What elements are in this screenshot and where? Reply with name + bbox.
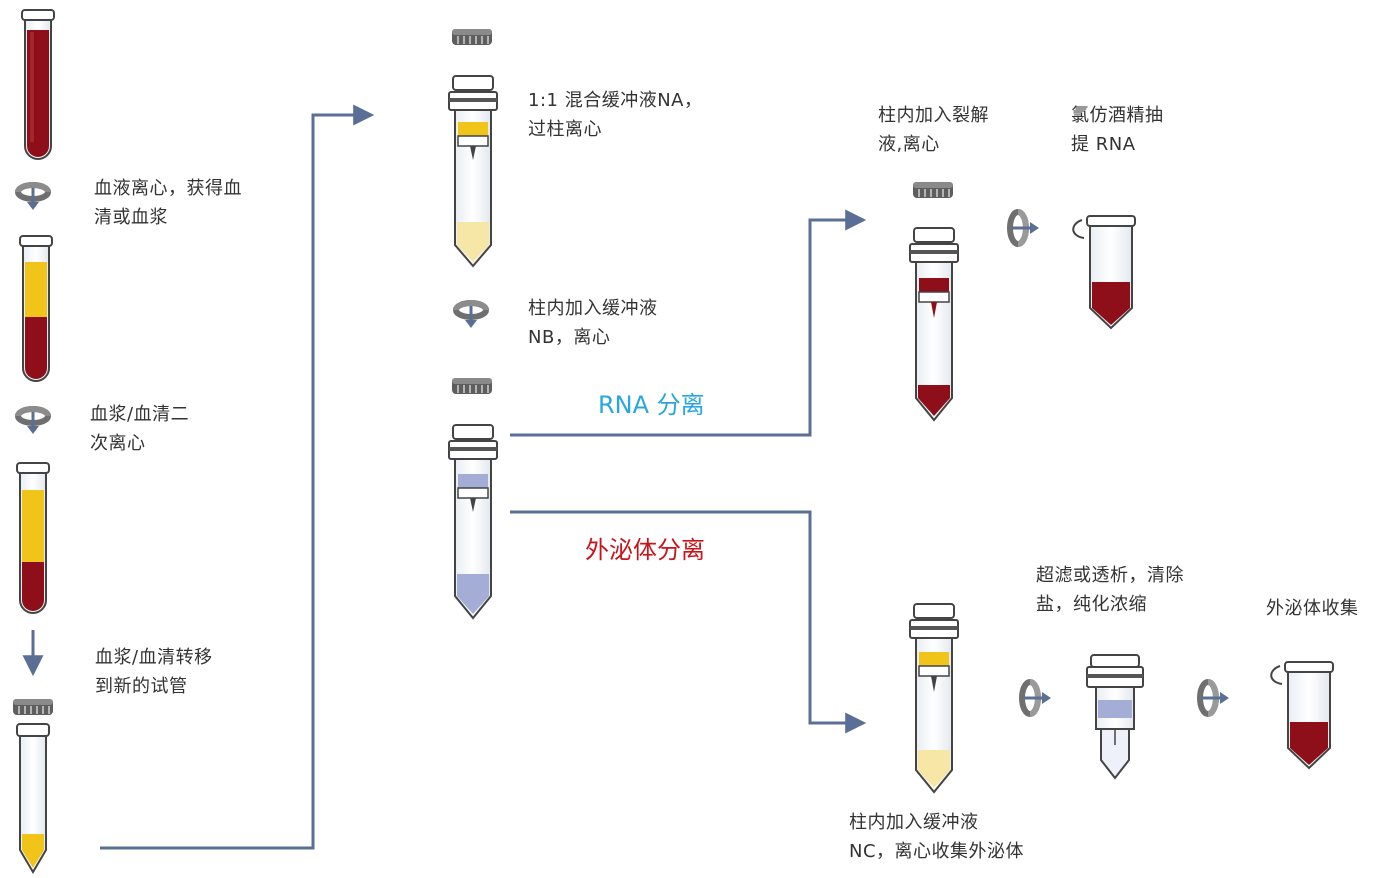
step-serum-centrifuge: 血液离心，获得血 清或血浆 [94,178,242,228]
flow-line-exosome-branch [510,510,867,734]
spin-column-nc [909,603,959,794]
branch-label-exosome: 外泌体分离 [585,536,705,564]
second-spin-tube [16,462,50,614]
centrifuge-rotation-icon [1022,682,1051,714]
spin-column-nb [448,424,498,620]
centrifuge-rotation-icon [456,303,486,328]
centrifuge-rotation-icon [18,185,48,210]
step-add-buffer-nc: 柱内加入缓冲液 NC，离心收集外泌体 [849,812,1025,862]
spin-column-na [448,75,498,268]
step-second-centrifuge: 血浆/血清二 次离心 [90,404,190,454]
tube-cap-icon [451,377,493,395]
whole-blood-tube [21,9,55,160]
rna-collection-tube [1072,215,1136,330]
centrifuge-rotation-icon [1010,212,1039,244]
tube-cap-icon [912,181,954,199]
step-exosome-collect: 外泌体收集 [1266,598,1359,619]
exosome-collection-tube [1270,661,1334,770]
transfer-tube [12,698,54,874]
centrifuge-rotation-icon [18,409,48,434]
step-mix-buffer-na: 1:1 混合缓冲液NA， 过柱离心 [528,90,703,140]
tube-cap-icon [12,698,54,716]
step-ultrafiltration: 超滤或透析，清除 盐，纯化浓缩 [1036,565,1184,615]
step-transfer: 血浆/血清转移 到新的试管 [95,647,213,697]
ultrafiltration-device [1086,654,1144,780]
step-add-lysis: 柱内加入裂解 液,离心 [878,105,989,155]
separated-blood-tube [19,235,53,382]
flow-line-to-column [100,104,375,850]
step-add-buffer-nb: 柱内加入缓冲液 NB，离心 [528,298,658,348]
spin-column-lysis [909,227,959,422]
centrifuge-rotation-icon [1200,682,1229,714]
step-chloroform: 氯仿酒精抽 提 RNA [1071,105,1164,155]
flow-line-rna-branch [510,209,867,437]
branch-label-rna: RNA 分离 [598,391,705,419]
tube-cap-icon [451,28,493,46]
